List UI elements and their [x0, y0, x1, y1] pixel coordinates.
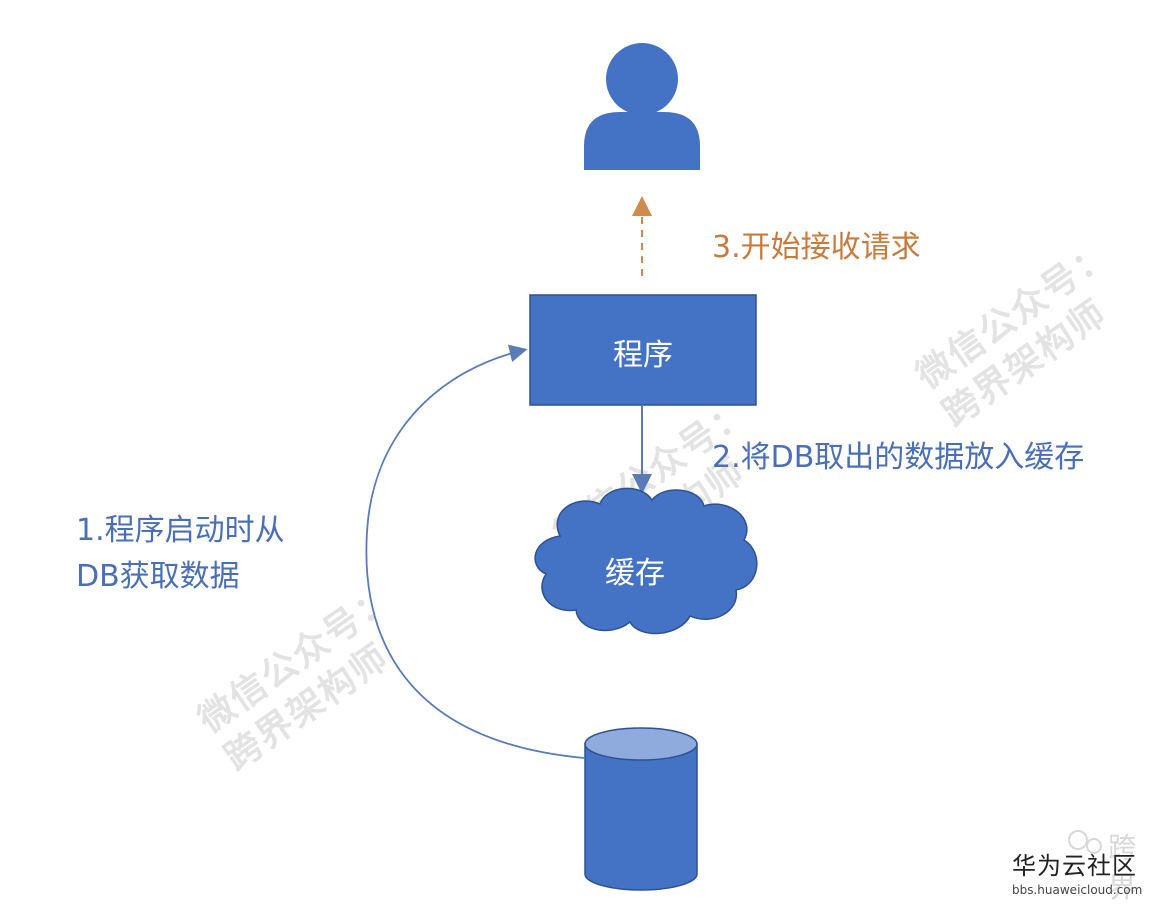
corner-logo-icon [1068, 830, 1102, 854]
step1-label-line1: 1.程序启动时从 [76, 513, 285, 548]
step1-label-line2: DB获取数据 [76, 559, 240, 594]
brand-url: bbs.huaweicloud.com [1012, 883, 1143, 897]
program-box [529, 294, 757, 406]
cloud-icon [534, 487, 758, 635]
corner-watermark: 跨界 [1108, 831, 1137, 904]
program-label: 程序 [613, 338, 673, 373]
cache-label: 缓存 [605, 556, 665, 591]
user-icon [584, 43, 700, 170]
database-icon [584, 727, 698, 891]
step1-arrow [365, 344, 585, 759]
step3-label: 3.开始接收请求 [712, 230, 921, 265]
brand-name: 华为云社区 [1012, 852, 1137, 880]
step2-label: 2.将DB取出的数据放入缓存 [712, 440, 1085, 475]
brand-watermark: 华为云社区 bbs.huaweicloud.com [1012, 846, 1142, 897]
step1-label: 1.程序启动时从 DB获取数据 [76, 508, 285, 600]
